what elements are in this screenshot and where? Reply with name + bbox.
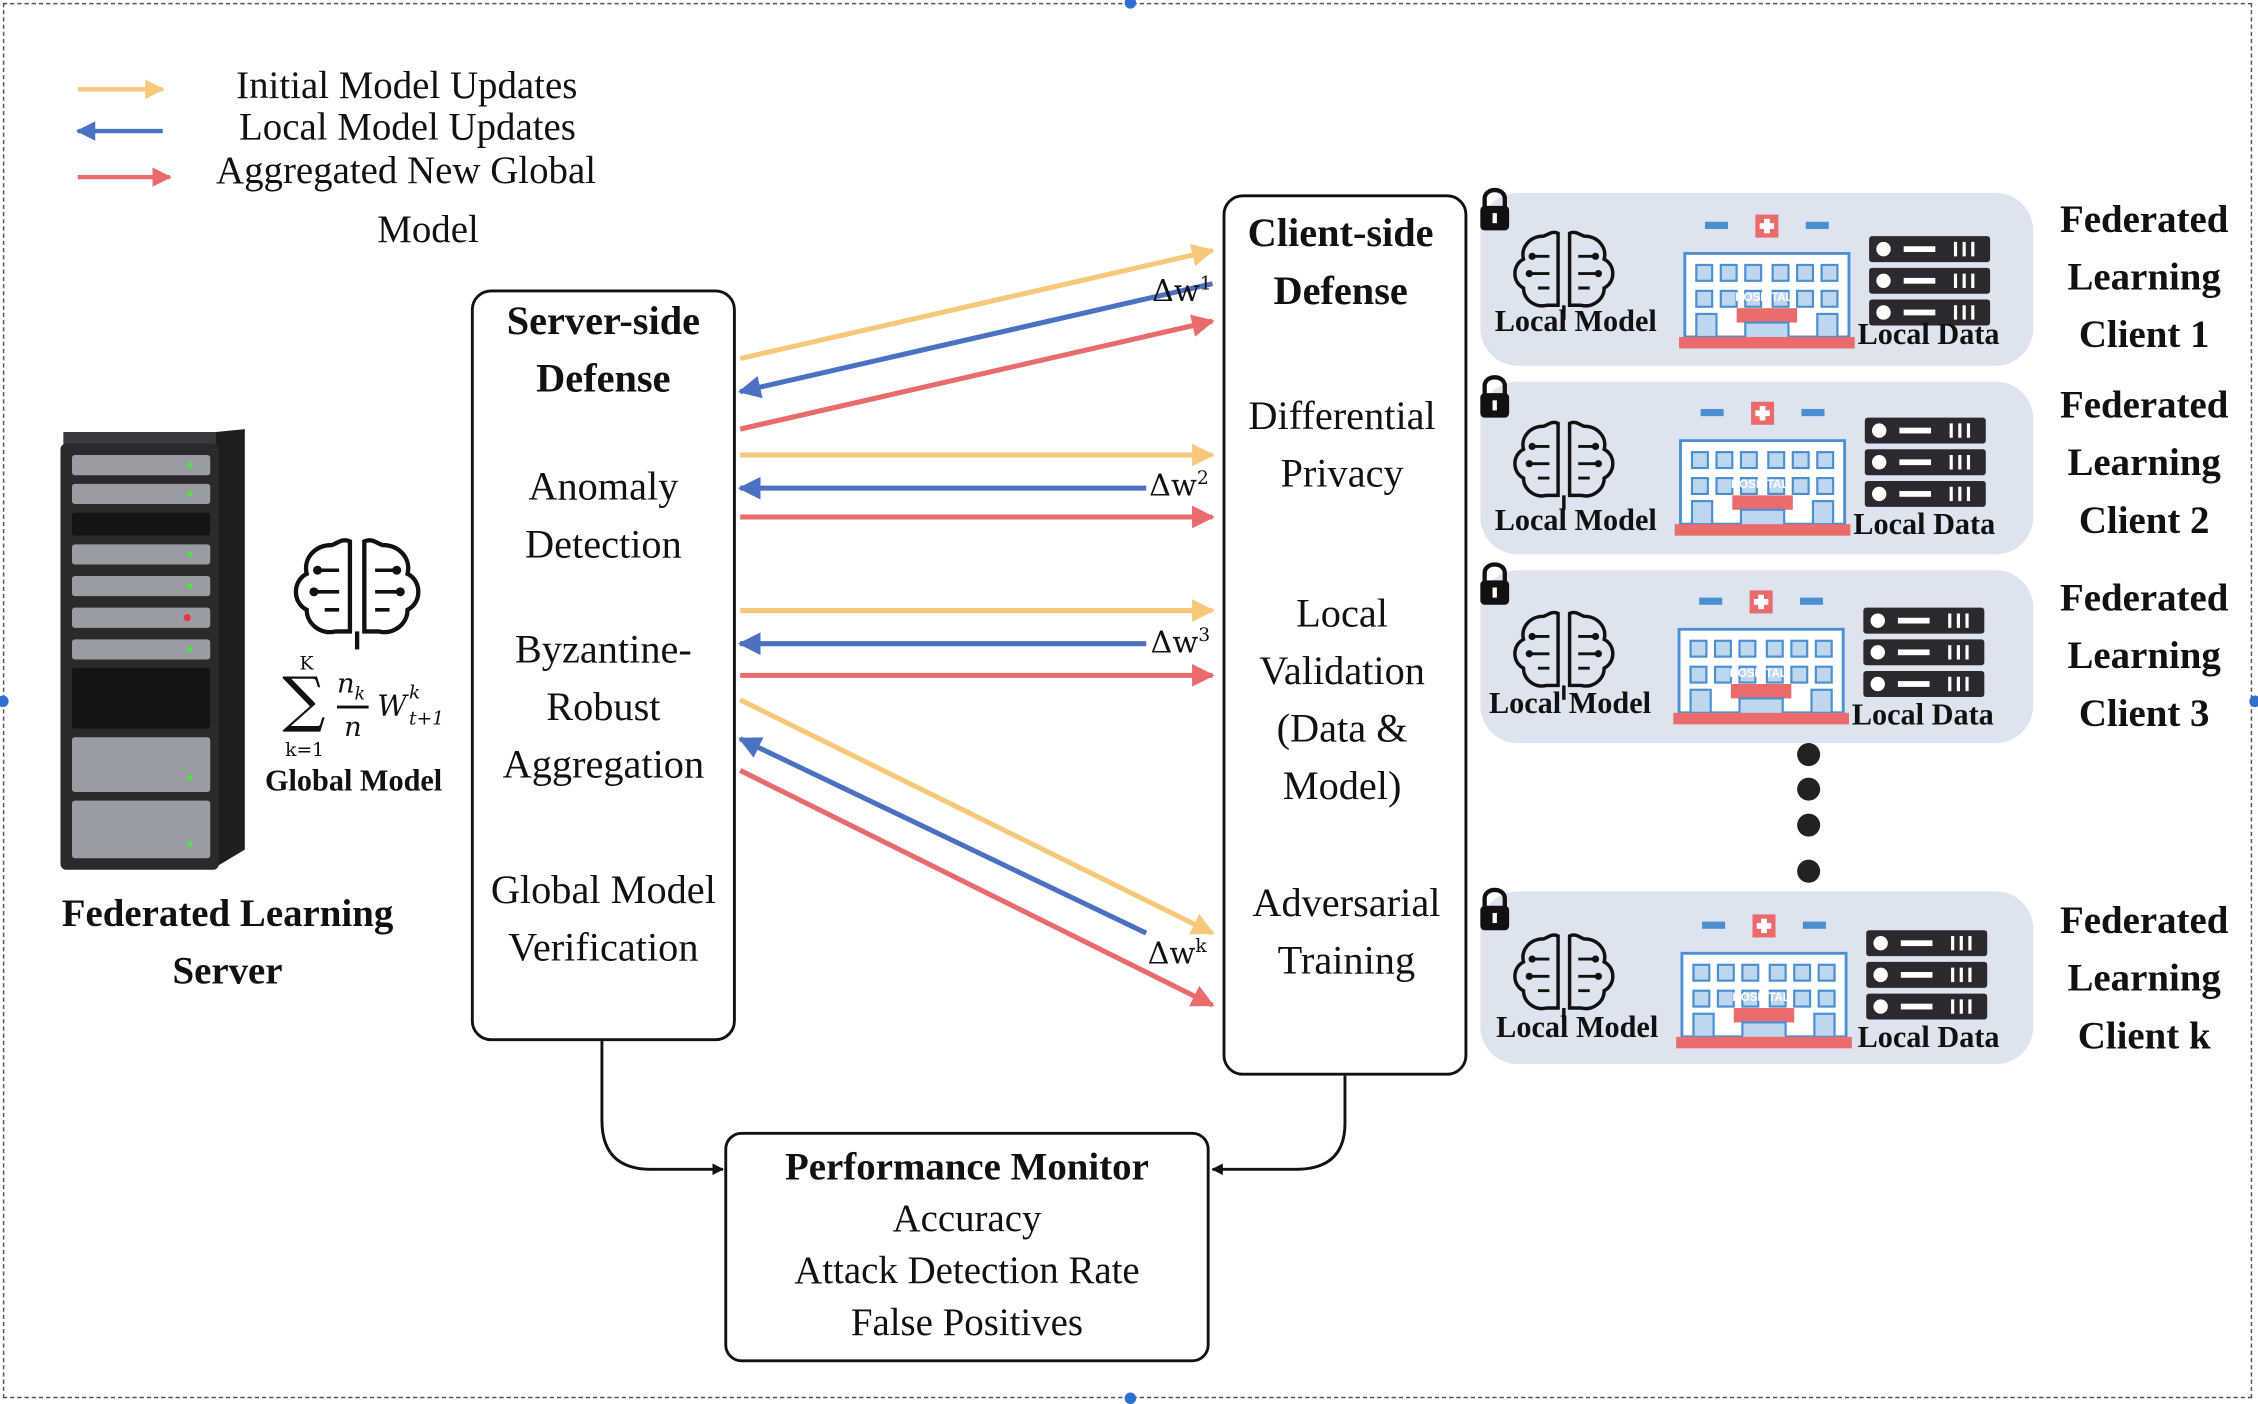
client-3-local-model: Local Model <box>1488 685 1652 720</box>
client-2-local-data: Local Data <box>1853 506 1996 542</box>
global-model-label: Global Model <box>264 763 443 798</box>
client-2-local-model: Local Model <box>1494 502 1657 538</box>
update-arrows <box>737 244 1215 1008</box>
server-to-monitor-connector <box>600 1039 725 1176</box>
client-3-local-data: Local Data <box>1851 696 1994 732</box>
delta-w-2: Δw2 <box>1149 468 1209 503</box>
delta-w-3: Δw3 <box>1150 624 1211 660</box>
client-to-monitor-connector <box>1211 1075 1347 1176</box>
server-rack-icon <box>60 429 245 870</box>
resize-handle-right[interactable] <box>2249 695 2258 708</box>
client-k-local-model: Local Model <box>1496 1009 1659 1044</box>
global-model-brain-icon <box>296 540 418 649</box>
resize-handle-top[interactable] <box>1124 0 1137 9</box>
server-side-defense-box <box>470 289 736 1042</box>
delta-w-1: Δw1 <box>1152 273 1212 309</box>
hospital-sign-2: HOSPITAL <box>1730 478 1789 492</box>
legend-aggregated-label: Aggregated New Global <box>216 148 597 192</box>
legend-initial-label: Initial Model Updates <box>236 63 578 107</box>
monitor-title: Performance Monitor <box>785 1144 1149 1188</box>
performance-monitor: Performance Monitor Accuracy Attack Dete… <box>724 1140 1209 1347</box>
aggregation-formula: K ∑ k=1 nk n W k t+1 <box>282 653 445 762</box>
performance-monitor-box <box>724 1131 1210 1363</box>
ellipsis-dot <box>1797 743 1821 767</box>
delta-w-k: Δwk <box>1147 936 1207 971</box>
client-side-defense-box <box>1222 194 1468 1076</box>
monitor-attack-detection-rate: Attack Detection Rate <box>794 1248 1140 1292</box>
ellipsis-dot <box>1797 777 1821 801</box>
client-1-local-data: Local Data <box>1857 316 2000 352</box>
client-1-local-model: Local Model <box>1494 303 1657 339</box>
resize-handle-left[interactable] <box>0 695 9 708</box>
resize-handle-bottom[interactable] <box>1124 1392 1137 1404</box>
legend-aggregated-label-cont: Model <box>377 207 479 251</box>
monitor-accuracy: Accuracy <box>892 1196 1042 1240</box>
hospital-sign-3: HOSPITAL <box>1729 666 1787 680</box>
client-k-local-data: Local Data <box>1857 1019 2000 1055</box>
ellipsis-dot <box>1797 813 1821 837</box>
hospital-sign-k: HOSPITAL <box>1732 990 1790 1004</box>
ellipsis-dot <box>1797 859 1821 883</box>
legend-local-label: Local Model Updates <box>239 105 576 149</box>
hospital-sign-1: HOSPITAL <box>1735 290 1793 304</box>
monitor-false-positives: False Positives <box>850 1300 1084 1344</box>
